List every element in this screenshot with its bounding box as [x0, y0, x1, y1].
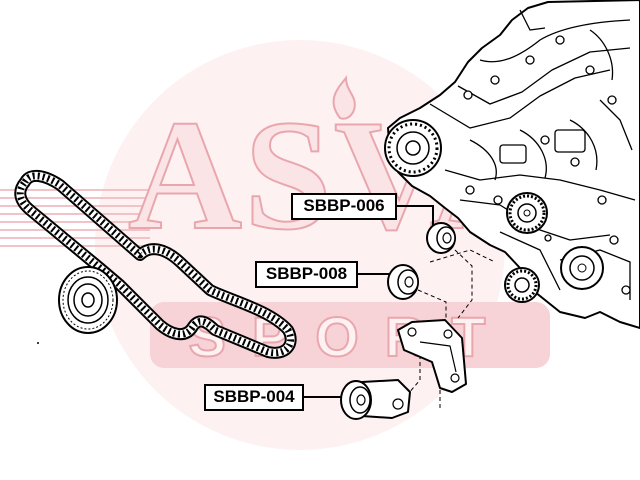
tensioner-pulley-sbbp-004	[340, 379, 411, 420]
belt-teeth	[16, 172, 295, 357]
engine-block	[387, 0, 640, 329]
part-callout-sbbp-006: SBBP-006	[291, 193, 397, 220]
part-callout-sbbp-008: SBBP-008	[255, 261, 358, 288]
idler-pulley-sbbp-006	[426, 222, 456, 254]
engine-bolts	[463, 35, 631, 295]
lower-idler-sprocket	[504, 267, 540, 303]
stray-dot	[37, 342, 39, 344]
timing-belt	[14, 169, 297, 359]
part-callout-sbbp-004: SBBP-004	[204, 384, 304, 411]
idler-pulley-sbbp-008	[387, 264, 419, 300]
water-pump-gear	[560, 246, 604, 290]
crankshaft-pulley	[58, 266, 118, 334]
callout-leader-lines	[303, 205, 434, 398]
upper-idler-sprocket	[506, 192, 548, 234]
watermark-flame-icon	[332, 75, 356, 120]
engine-details	[429, 9, 636, 300]
assembly-dashed-lines	[407, 249, 496, 410]
leader-line-sbbp-006	[396, 205, 434, 226]
tensioner-bracket	[397, 319, 467, 393]
engine-outline	[387, 0, 640, 329]
camshaft-sprocket	[384, 119, 442, 177]
